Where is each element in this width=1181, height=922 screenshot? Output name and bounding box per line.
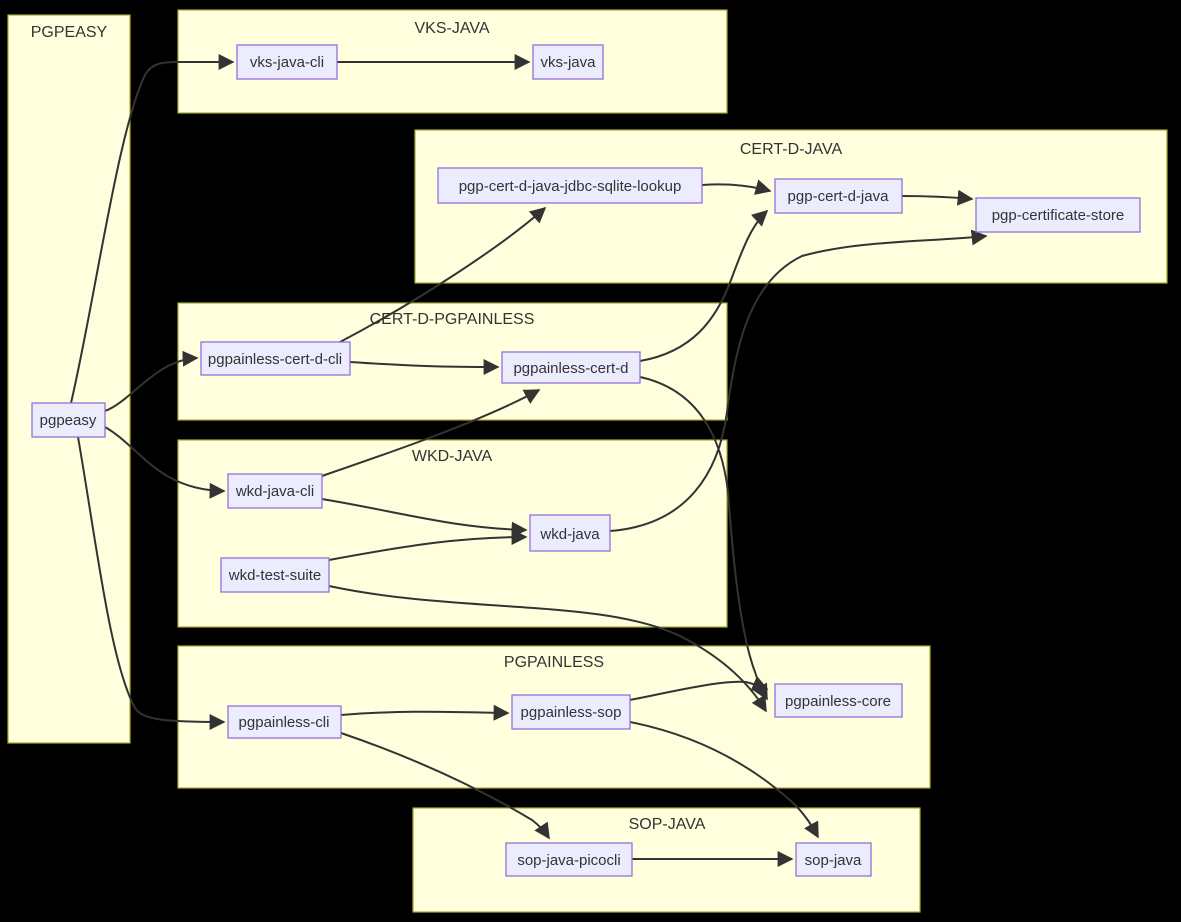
edge-wkd-java-cli-to-wkd-java xyxy=(321,498,528,538)
node-wkd-test-suite-box xyxy=(220,557,330,593)
node-pgpainless-cert-d-cli-label: pgpainless-cert-d-cli xyxy=(208,351,342,368)
edge-wkd-test-suite-to-pgpainless-core xyxy=(328,585,767,713)
node-vks-java-cli-box xyxy=(236,44,338,80)
cluster-cert-d-java-title: CERT-D-JAVA xyxy=(740,141,843,158)
edge-wkd-java-to-pgp-certificate-store xyxy=(609,229,988,532)
edge-pgpeasy-to-pgpainless-cert-d-cli xyxy=(104,350,199,412)
node-pgpeasy: pgpeasy xyxy=(31,402,106,438)
node-wkd-java-cli: wkd-java-cli xyxy=(227,473,323,509)
node-pgp-cert-d-java-jdbc-sqlite-lookup: pgp-cert-d-java-jdbc-sqlite-lookup xyxy=(437,167,703,204)
node-pgpeasy-label: pgpeasy xyxy=(40,412,97,429)
node-pgp-cert-d-java-box xyxy=(774,178,903,214)
edge-wkd-java-cli-to-pgpainless-cert-d xyxy=(321,389,541,477)
cluster-pgpainless-title: PGPAINLESS xyxy=(504,654,604,671)
node-vks-java-label: vks-java xyxy=(540,54,596,71)
node-pgpeasy-box xyxy=(31,402,106,438)
node-sop-java-label: sop-java xyxy=(805,852,862,869)
cluster-pgpeasy-title: PGPEASY xyxy=(31,24,108,41)
node-wkd-java-cli-box xyxy=(227,473,323,509)
node-pgp-cert-d-java-jdbc-sqlite-lookup-box xyxy=(437,167,703,204)
cluster-wkd-java-title: WKD-JAVA xyxy=(412,448,493,465)
node-pgpainless-cert-d-label: pgpainless-cert-d xyxy=(513,360,628,377)
node-sop-java-picocli: sop-java-picocli xyxy=(505,842,633,877)
node-vks-java: vks-java xyxy=(532,44,604,80)
node-wkd-test-suite: wkd-test-suite xyxy=(220,557,330,593)
node-pgp-cert-d-java-label: pgp-cert-d-java xyxy=(788,188,890,205)
node-pgp-certificate-store-box xyxy=(975,197,1141,233)
node-pgpainless-cli-label: pgpainless-cli xyxy=(239,714,330,731)
edge-pgpeasy-to-vks-java-cli xyxy=(70,54,235,404)
cluster-vks-java-title: VKS-JAVA xyxy=(415,20,490,37)
edge-pgpeasy-to-wkd-java-cli xyxy=(104,426,226,499)
node-sop-java-picocli-box xyxy=(505,842,633,877)
cluster-pgpeasy: PGPEASY xyxy=(7,14,131,744)
cluster-sop-java-title: SOP-JAVA xyxy=(629,816,706,833)
node-pgpainless-sop-label: pgpainless-sop xyxy=(521,704,622,721)
node-wkd-java-label: wkd-java xyxy=(539,526,600,543)
node-sop-java-box xyxy=(795,842,872,877)
node-pgp-certificate-store-label: pgp-certificate-store xyxy=(992,207,1125,224)
node-wkd-java: wkd-java xyxy=(529,514,611,552)
node-pgpainless-cert-d: pgpainless-cert-d xyxy=(501,351,641,384)
edge-pgp-cert-d-java-to-pgp-certificate-store xyxy=(901,189,974,206)
edge-pgpainless-cli-to-sop-java-picocli xyxy=(340,732,550,840)
edge-pgpainless-sop-to-sop-java xyxy=(629,721,819,839)
node-pgpainless-cert-d-cli: pgpainless-cert-d-cli xyxy=(200,341,351,376)
node-pgp-cert-d-java-jdbc-sqlite-lookup-label: pgp-cert-d-java-jdbc-sqlite-lookup xyxy=(459,178,682,195)
edges xyxy=(70,54,988,867)
edge-pgpainless-sop-to-pgpainless-core xyxy=(629,675,769,701)
node-sop-java-picocli-label: sop-java-picocli xyxy=(517,852,620,869)
cluster-wkd-java-box xyxy=(177,439,728,628)
node-pgpainless-cert-d-box xyxy=(501,351,641,384)
node-sop-java: sop-java xyxy=(795,842,872,877)
node-pgp-certificate-store: pgp-certificate-store xyxy=(975,197,1141,233)
node-pgpainless-core-box xyxy=(774,683,903,718)
edge-pgpeasy-to-pgpainless-cli xyxy=(77,436,226,730)
node-pgpainless-sop: pgpainless-sop xyxy=(511,694,631,730)
node-pgpainless-cli: pgpainless-cli xyxy=(227,705,342,739)
node-pgpainless-cert-d-cli-box xyxy=(200,341,351,376)
cluster-cert-d-pgpainless-title: CERT-D-PGPAINLESS xyxy=(370,311,535,328)
node-wkd-java-box xyxy=(529,514,611,552)
node-pgpainless-core: pgpainless-core xyxy=(774,683,903,718)
node-vks-java-box xyxy=(532,44,604,80)
node-wkd-java-cli-label: wkd-java-cli xyxy=(235,483,314,500)
edge-wkd-test-suite-to-wkd-java xyxy=(328,529,528,561)
node-pgpainless-core-label: pgpainless-core xyxy=(785,693,891,710)
node-vks-java-cli: vks-java-cli xyxy=(236,44,338,80)
node-vks-java-cli-label: vks-java-cli xyxy=(250,54,324,71)
edge-pgpainless-cert-d-cli-to-pgp-cert-d-java-jdbc-sqlite-lookup xyxy=(339,206,547,343)
node-wkd-test-suite-label: wkd-test-suite xyxy=(228,567,322,584)
node-pgpainless-cli-box xyxy=(227,705,342,739)
edge-pgpainless-cert-d-cli-to-pgpainless-cert-d xyxy=(349,358,500,375)
cluster-wkd-java: WKD-JAVA xyxy=(177,439,728,628)
node-pgp-cert-d-java: pgp-cert-d-java xyxy=(774,178,903,214)
edge-pgpainless-cli-to-pgpainless-sop xyxy=(340,704,510,721)
node-pgpainless-sop-box xyxy=(511,694,631,730)
edge-pgp-cert-d-java-jdbc-sqlite-lookup-to-pgp-cert-d-java xyxy=(701,179,772,195)
edge-pgpainless-cert-d-to-pgp-cert-d-java xyxy=(639,209,769,362)
